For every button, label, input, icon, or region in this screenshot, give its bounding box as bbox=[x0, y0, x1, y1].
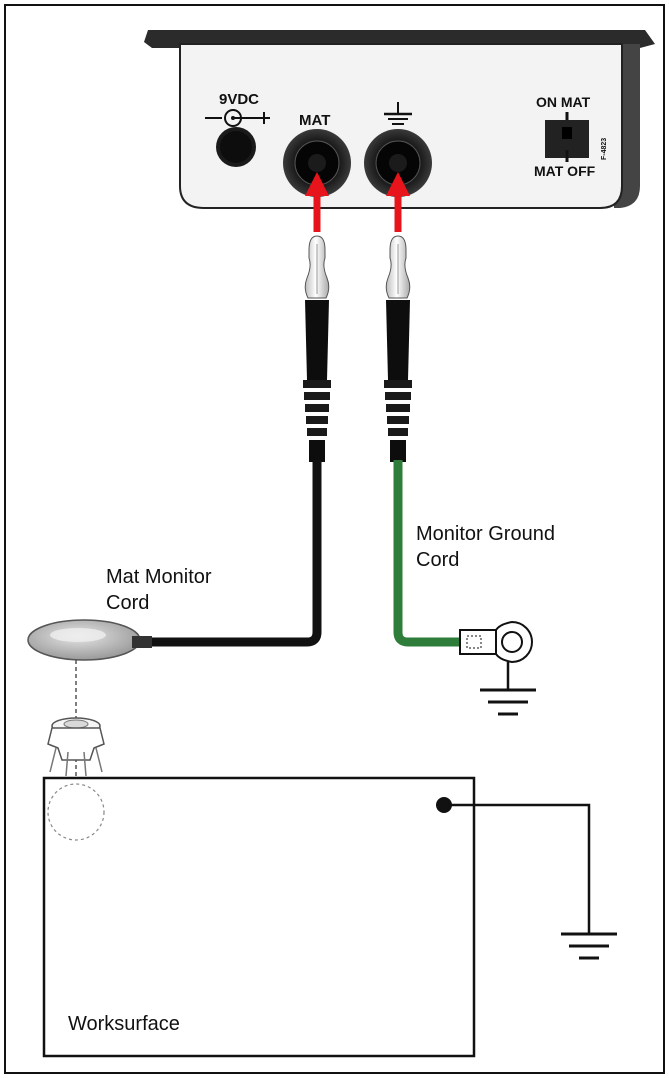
mat-jack-label: MAT bbox=[299, 112, 330, 129]
mat-monitor-cord-label-line1: Mat Monitor bbox=[106, 566, 212, 588]
worksurface-ground-wire bbox=[444, 803, 591, 933]
monitor-device: 9VDC MAT ON MAT MAT bbox=[144, 30, 655, 209]
power-jack-label: 9VDC bbox=[219, 91, 259, 108]
worksurface-label: Worksurface bbox=[68, 1013, 180, 1035]
monitor-ground-plug bbox=[384, 235, 412, 462]
red-arrow-icon bbox=[386, 172, 410, 232]
monitor-ground-cord-label-line2: Cord bbox=[416, 549, 459, 571]
power-polarity-icon bbox=[205, 109, 270, 127]
snap-fastener-icon bbox=[47, 717, 105, 777]
switch-on-label: ON MAT bbox=[536, 94, 591, 110]
monitor-ground-cord-label-line1: Monitor Ground bbox=[416, 523, 555, 545]
red-arrow-icon bbox=[305, 172, 329, 232]
ring-terminal-icon bbox=[459, 620, 533, 664]
worksurface-outline bbox=[42, 776, 476, 1058]
mat-monitor-cord-label-line2: Cord bbox=[106, 592, 149, 614]
snap-location-circle bbox=[47, 783, 105, 841]
part-code: F-4823 bbox=[601, 138, 608, 160]
snap-pad bbox=[27, 619, 152, 661]
monitor-ground-cord bbox=[393, 460, 462, 647]
ground-symbol-icon bbox=[384, 102, 412, 125]
switch-off-label: MAT OFF bbox=[534, 163, 596, 179]
ground-symbol-icon bbox=[480, 662, 536, 716]
mat-monitor-cord bbox=[140, 460, 322, 647]
ground-symbol-icon bbox=[561, 932, 617, 960]
mat-monitor-plug bbox=[303, 235, 331, 462]
